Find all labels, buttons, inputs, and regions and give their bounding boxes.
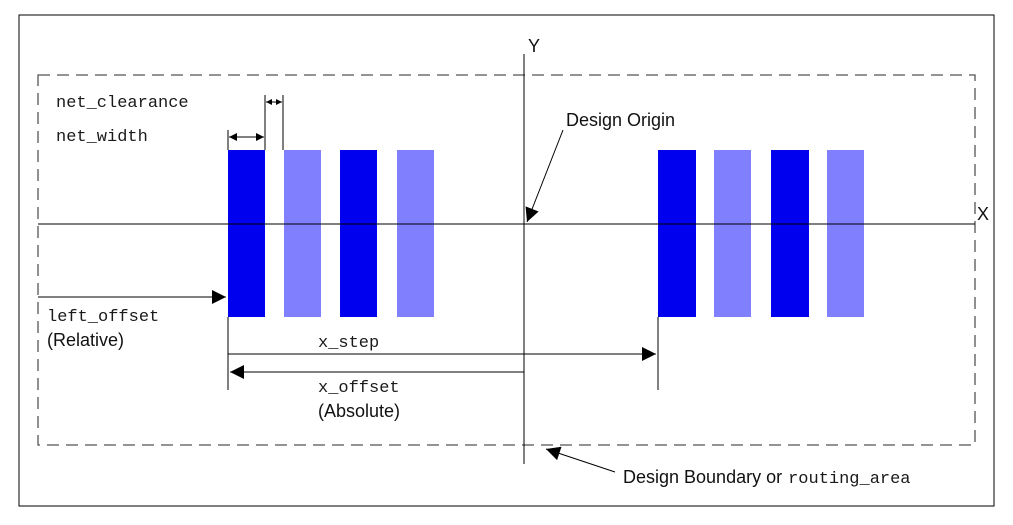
- net-clearance-label: net_clearance: [56, 94, 189, 113]
- net-wire-dark: [228, 150, 265, 317]
- design-origin-label: Design Origin: [566, 110, 675, 130]
- absolute-label: (Absolute): [318, 401, 400, 421]
- outer-frame: [18, 14, 995, 507]
- net-wire-light: [284, 150, 321, 317]
- boundary-caption: Design Boundary or routing_area: [623, 467, 911, 489]
- net-wire-light: [714, 150, 751, 317]
- x-step-label: x_step: [318, 334, 379, 353]
- net-wire-light: [827, 150, 864, 317]
- design-boundary: [37, 74, 976, 446]
- boundary-prefix: Design Boundary or: [623, 467, 782, 487]
- net-wire-dark: [340, 150, 377, 317]
- net-wire-dark: [771, 150, 809, 317]
- y-axis-label: Y: [528, 36, 540, 56]
- boundary-arrow: [545, 446, 616, 473]
- routing-area-label: routing_area: [788, 470, 910, 489]
- net-wire-dark: [658, 150, 696, 317]
- net-wire-light: [397, 150, 434, 317]
- design-origin-arrow: [525, 129, 564, 223]
- x-offset-label: x_offset: [318, 379, 400, 398]
- x-axis-label: X: [977, 204, 989, 224]
- left-offset-label: left_offset: [47, 308, 159, 327]
- relative-label: (Relative): [47, 330, 124, 350]
- net-width-label: net_width: [56, 128, 148, 147]
